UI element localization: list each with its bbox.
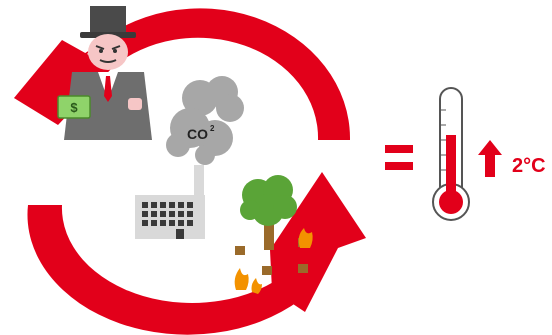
thermometer-icon [432, 87, 470, 221]
tree-icon [240, 175, 297, 250]
co2-cloud-icon: CO 2 [166, 76, 244, 165]
co2-label: CO [187, 126, 208, 142]
equals-icon [385, 145, 413, 170]
capitalist-icon: $ [57, 6, 152, 140]
co2-subscript: 2 [210, 124, 215, 133]
burning-stumps-icon [234, 228, 313, 294]
up-arrow-icon [478, 140, 502, 177]
temperature-label: 2°C [512, 155, 546, 177]
banknote-symbol: $ [70, 100, 78, 115]
cycle-arrow-bottom [27, 172, 366, 335]
cycle-arrow-top [14, 8, 351, 141]
factory-icon [135, 165, 205, 239]
